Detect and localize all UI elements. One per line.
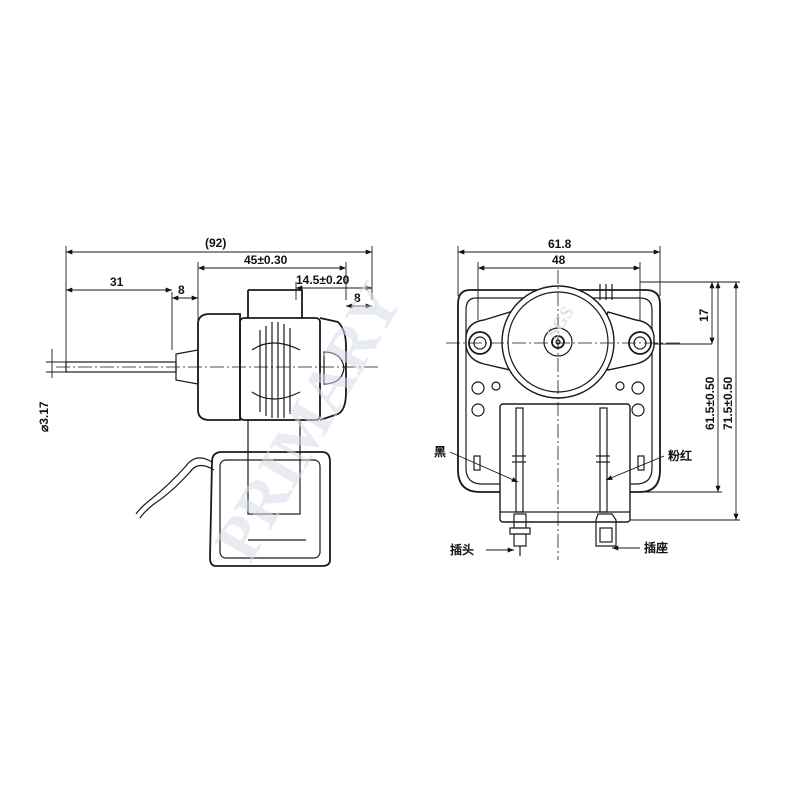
- frame-plate: [457, 289, 661, 493]
- lead-wires: [135, 457, 213, 515]
- terminal-block: [209, 451, 331, 567]
- coil-windings: [251, 322, 301, 418]
- motor-housing: [197, 313, 241, 421]
- coil-housing: [499, 403, 631, 523]
- label-height-outer: 71.5±0.50: [721, 376, 735, 430]
- label-end-gap: 8: [354, 291, 361, 305]
- label-overall-width: 61.8: [548, 237, 572, 251]
- label-black-wire: 黑: [434, 445, 446, 459]
- side-view: (92) 31 8 45±0.30 14.5±0.20 8 ⌀3.17: [37, 236, 380, 567]
- label-hole-to-top: 17: [697, 308, 711, 322]
- label-overall-length: (92): [205, 236, 226, 250]
- label-pink-red-wire: 粉红: [668, 448, 692, 463]
- label-socket: 插座: [644, 540, 668, 555]
- label-hole-spacing: 48: [552, 253, 566, 267]
- plug-connector: [509, 513, 531, 556]
- label-body-length: 45±0.30: [244, 253, 288, 267]
- label-gap: 8: [178, 283, 185, 297]
- front-view: 61.8 48 17 61.5±0.50 71.5±0.50: [434, 237, 740, 560]
- label-bearing-offset: 14.5±0.20: [296, 273, 350, 287]
- label-shaft-length: 31: [110, 275, 124, 289]
- label-height-inner: 61.5±0.50: [703, 376, 717, 430]
- label-plug: 插头: [450, 542, 474, 557]
- watermark-primary: PRIMARY: [201, 271, 416, 572]
- label-shaft-diameter: ⌀3.17: [37, 401, 51, 432]
